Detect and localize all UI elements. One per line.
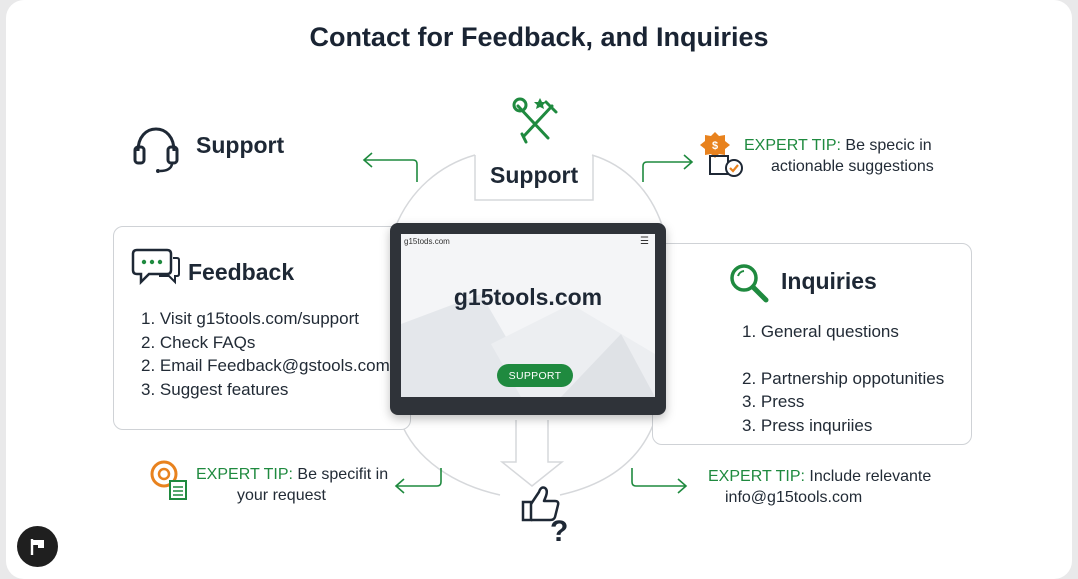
tip-top-right: EXPERT TIP: Be specic in actionable sugg… (744, 135, 934, 177)
list-item: 2. Check FAQs (141, 332, 256, 352)
list-item: 3. Press (742, 392, 805, 411)
tip-bottom-left-line1: Be specifit in (297, 466, 389, 483)
tablet-domain: g15tools.com (453, 284, 603, 310)
arrow-to-tip-bottom-right (631, 468, 688, 494)
page-title: Contact for Feedback, and Inquiries (309, 22, 769, 52)
tablet-device: g15tods.com ☰ g15tools.com SUPPORT (390, 223, 666, 415)
arc-bottom-right (559, 419, 656, 496)
arrow-to-support-left (362, 152, 418, 182)
tip-bottom-left-line2: your request (237, 487, 326, 504)
tip-bottom-right-prefix: EXPERT TIP: (708, 468, 805, 485)
list-item: 2. Partnership oppotunities (742, 368, 945, 388)
tip-bottom-right: EXPERT TIP: Include relevante info@g15to… (708, 466, 931, 508)
support-center-label: Support (490, 162, 579, 188)
down-arrow-outline (499, 420, 565, 487)
chat-bubbles-icon (131, 248, 180, 286)
flag-button[interactable] (17, 526, 58, 567)
list-item: 2. Email Feedback@gstools.com (141, 356, 390, 375)
list-item: 3. Press inquriies (742, 415, 873, 435)
tip-top-right-line1: Be specic in (845, 137, 932, 154)
tip-bottom-left: EXPERT TIP: Be specifit in your request (196, 464, 388, 506)
arrow-to-tip-bottom-left (394, 468, 442, 494)
support-tab-outline (474, 155, 594, 201)
tools-icon (512, 97, 558, 144)
support-button[interactable]: SUPPORT (497, 364, 573, 387)
svg-text:$: $ (712, 140, 718, 152)
arc-top-right (591, 154, 663, 226)
inquiries-box (652, 243, 972, 445)
arc-top-left (394, 154, 476, 229)
list-item: 3. Suggest features (141, 379, 289, 399)
tip-bottom-left-prefix: EXPERT TIP: (196, 466, 293, 483)
menu-icon[interactable]: ☰ (640, 236, 649, 247)
tablet-site-name: g15tods.com (404, 237, 450, 246)
thumbs-up-icon (521, 486, 560, 522)
inquiries-list: 1. General questions 2. Partnership oppo… (742, 320, 944, 437)
question-mark: ? (550, 515, 569, 548)
tip-bottom-right-line1: Include relevante (809, 468, 932, 485)
inquiries-label: Inquiries (781, 268, 877, 294)
arrow-to-tip-top-right (642, 154, 694, 182)
list-item: 1. General questions (742, 322, 899, 341)
tip-top-right-line2: actionable suggestions (771, 158, 934, 175)
magnifier-icon (730, 264, 769, 303)
target-checklist-icon (150, 460, 187, 500)
arc-bottom-left (399, 419, 501, 496)
flag-icon (30, 538, 44, 555)
tip-top-right-prefix: EXPERT TIP: (744, 137, 841, 154)
tip-bottom-right-line2: info@g15tools.com (725, 489, 863, 506)
feedback-list: 1. Visit g15tools.com/support 2. Check F… (141, 307, 390, 401)
feedback-label: Feedback (188, 259, 295, 285)
tablet-screen: g15tods.com ☰ g15tools.com SUPPORT (401, 234, 655, 397)
support-left-label: Support (196, 132, 285, 158)
badge-check-icon: $ (700, 132, 743, 177)
headset-icon (133, 127, 179, 173)
list-item: 1. Visit g15tools.com/support (141, 309, 359, 328)
